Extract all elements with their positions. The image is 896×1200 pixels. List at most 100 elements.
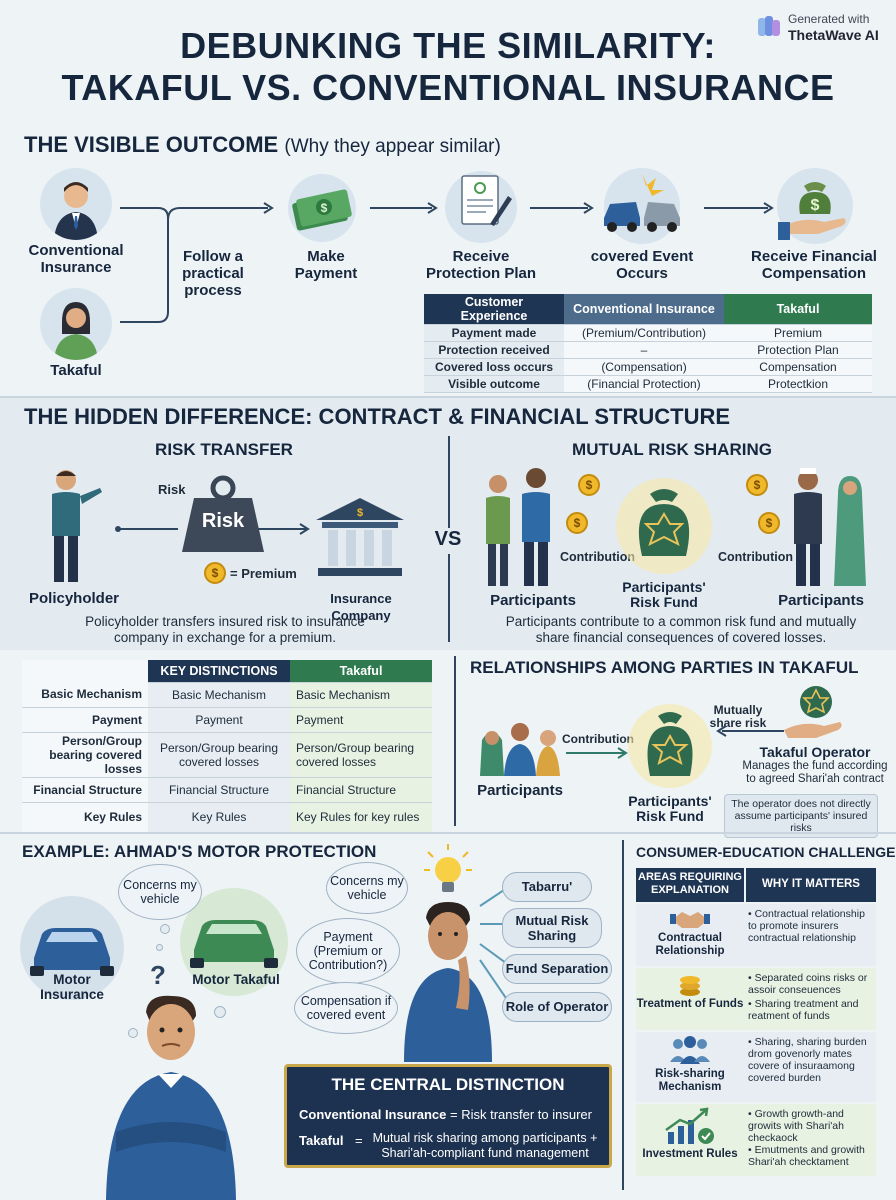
- thetawave-logo-icon: [758, 16, 780, 36]
- thought-dot: [214, 1006, 226, 1018]
- education-bullet: • Contractual relationship to promote in…: [748, 908, 865, 944]
- insurance-company-icon: $: [312, 494, 408, 584]
- education-bullet: • Separated coins risks or assoir conseu…: [748, 972, 868, 996]
- relationships-contribution-label: Contribution: [562, 732, 634, 746]
- thought-bubble-vehicle: Concerns my vehicle: [118, 864, 202, 920]
- motor-insurance-car-icon: [20, 896, 124, 1000]
- education-bullet: • Growth growth-and growits with Shari'a…: [748, 1108, 844, 1144]
- page-title-line1: DEBUNKING THE SIMILARITY:: [180, 25, 716, 66]
- risk-arrows: [115, 523, 310, 535]
- visible-outcome-title: THE VISIBLE OUTCOME (Why they appear sim…: [24, 132, 501, 157]
- participants-group-icon: [478, 712, 562, 776]
- thought-bubble-payment: Payment (Premium or Contribution?): [296, 918, 400, 984]
- process-label: Follow a practical process: [182, 248, 244, 299]
- relationships-title: RELATIONSHIPS AMONG PARTIES IN TAKAFUL: [470, 658, 859, 677]
- relationships-fund-label: Participants' Risk Fund: [628, 793, 712, 824]
- svg-text:$: $: [321, 201, 328, 215]
- pill-fund-separation: Fund Separation: [502, 954, 612, 984]
- table-row: Investment Rules • Growth growth-and gro…: [636, 1104, 876, 1176]
- contribution-coin-icon: $: [758, 512, 780, 534]
- central-line-equals: =: [355, 1133, 363, 1148]
- table-row: Visible outcome(Financial Protection)Pro…: [424, 375, 872, 393]
- motor-takaful-label: Motor Takaful: [192, 972, 280, 987]
- thought-dot: [128, 1028, 138, 1038]
- conventional-label: Conventional Insurance: [28, 242, 124, 276]
- brand-line2: ThetaWave AI: [788, 27, 879, 43]
- education-bullet: • Sharing treatment and reatment of fund…: [748, 998, 859, 1022]
- brand-line1: Generated with: [788, 12, 870, 26]
- contribution-arrow: [566, 747, 628, 759]
- risk-fund-bag-icon: [614, 470, 714, 578]
- pill-mutual-risk-sharing: Mutual Risk Sharing: [502, 908, 602, 948]
- insurance-company-label: Insurance Company: [330, 591, 392, 623]
- operator-note: The operator does not directly assume pa…: [724, 794, 878, 838]
- money-bag-hand-icon: $: [774, 166, 856, 246]
- contribution-coin-icon: $: [578, 474, 600, 496]
- coins-stack-icon: [680, 976, 700, 996]
- education-header-area: AREAS REQUIRING EXPLANATION: [636, 868, 744, 902]
- mutual-sharing-title: MUTUAL RISK SHARING: [572, 440, 772, 459]
- table-row: Risk-sharing Mechanism • Sharing, sharin…: [636, 1032, 876, 1102]
- central-distinction-title: THE CENTRAL DISTINCTION: [331, 1075, 565, 1094]
- handshake-icon: [670, 912, 710, 928]
- risk-arrow-label: Risk: [158, 482, 186, 497]
- step-event-occurs: covered Event Occurs: [590, 248, 694, 282]
- section-divider: [0, 832, 896, 834]
- relationships-participants-label: Participants: [477, 782, 563, 799]
- policyholder-figure-icon: [40, 466, 106, 586]
- ahmad-confused-figure-icon: [96, 992, 246, 1200]
- risk-weight-icon: Risk: [178, 472, 268, 554]
- operator-description: Manages the fund according to agreed Sha…: [742, 760, 888, 785]
- operator-label: Takaful Operator: [759, 744, 871, 760]
- contribution-right-label: Contribution: [718, 550, 793, 564]
- contribution-coin-icon: $: [566, 512, 588, 534]
- people-group-icon: [670, 1036, 710, 1064]
- central-line-takaful-label: Takaful: [299, 1133, 344, 1148]
- section-divider: [622, 840, 624, 1190]
- takaful-label: Takaful: [50, 362, 102, 379]
- participants-right-icon: [782, 466, 874, 590]
- step-compensation: Receive Financial Compensation: [751, 248, 877, 282]
- operator-arrow: [716, 725, 784, 737]
- table-row: Protection received–Protection Plan: [424, 341, 872, 359]
- table-row: Payment made(Premium/Contribution)Premiu…: [424, 324, 872, 342]
- example-title: EXAMPLE: AHMAD'S MOTOR PROTECTION: [22, 842, 377, 861]
- operator-hand-icon: [780, 682, 846, 744]
- section-divider: [454, 656, 456, 826]
- lightbulb-icon: [422, 842, 474, 898]
- growth-chart-icon: [665, 1107, 714, 1144]
- car-crash-icon: [596, 166, 688, 246]
- money-icon: $: [284, 172, 360, 244]
- risk-transfer-caption: Policyholder transfers insured risk to i…: [85, 614, 365, 645]
- contribution-left-label: Contribution: [560, 550, 635, 564]
- question-mark: ?: [150, 960, 166, 990]
- pill-tabarru: Tabarru': [502, 872, 592, 902]
- risk-transfer-title: RISK TRANSFER: [155, 440, 293, 459]
- participants-left-icon: [478, 466, 564, 590]
- premium-label: = Premium: [230, 566, 297, 581]
- central-line-conventional: Conventional Insurance = Risk transfer t…: [299, 1107, 592, 1122]
- conventional-person-icon: [40, 168, 112, 240]
- customer-experience-table: Customer Experience Conventional Insuran…: [424, 294, 872, 393]
- thought-dot: [156, 944, 163, 951]
- table-row: Contractual Relationship • Contractual r…: [636, 904, 876, 966]
- ahmad-thinking-figure-icon: [396, 900, 500, 1062]
- thought-bubble-compensation: Compensation if covered event: [294, 982, 398, 1034]
- motor-takaful-car-icon: [180, 888, 288, 996]
- takaful-person-icon: [40, 288, 112, 360]
- education-header-why: WHY IT MATTERS: [746, 868, 876, 902]
- participants-right-label: Participants: [778, 592, 864, 609]
- relationships-fund-bag-icon: [626, 696, 714, 792]
- page-title-line2: TAKAFUL VS. CONVENTIONAL INSURANCE: [61, 67, 835, 108]
- key-distinctions-table: KEY DISTINCTIONS Takaful Basic Mechanism…: [22, 660, 432, 833]
- step-make-payment: Make Payment: [294, 248, 358, 282]
- central-line-takaful-desc: Mutual risk sharing among participants +…: [372, 1131, 598, 1160]
- brand-badge: Generated with ThetaWave AI: [756, 10, 891, 46]
- premium-coin-icon: $: [204, 562, 226, 584]
- svg-text:$: $: [357, 507, 363, 519]
- step-arrows: [370, 202, 774, 214]
